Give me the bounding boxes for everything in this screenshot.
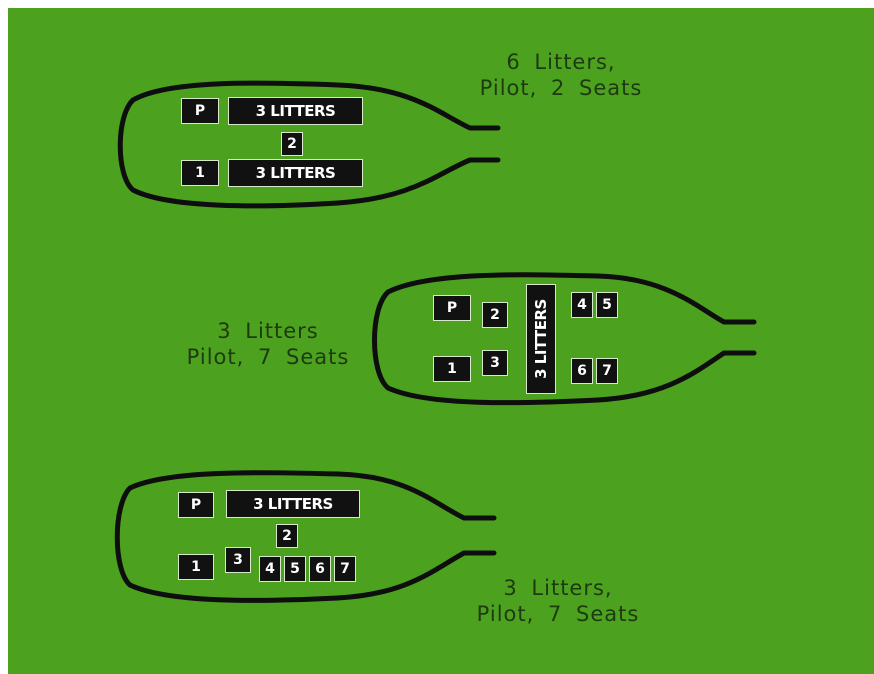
litter-label: 3 LITTERS <box>532 299 550 379</box>
litter-block: 3 LITTERS <box>226 490 360 518</box>
config-1-caption: 6 Litters, Pilot, 2 Seats <box>466 49 656 101</box>
diagram-canvas: 6 Litters, Pilot, 2 Seats P 3 LITTERS 2 … <box>8 8 874 674</box>
seat-2: 2 <box>281 132 303 156</box>
config-2-caption-line1: 3 Litters <box>217 319 319 343</box>
seat-1: 1 <box>433 356 471 382</box>
hull-outline-3 <box>114 470 497 603</box>
config-2-caption: 3 Litters Pilot, 7 Seats <box>173 318 363 370</box>
seat-3: 3 <box>225 547 251 573</box>
config-2-caption-line2: Pilot, 7 Seats <box>186 345 350 369</box>
seat-3: 3 <box>482 350 508 376</box>
seat-5: 5 <box>284 556 306 582</box>
pilot-seat: P <box>433 295 471 321</box>
seat-4: 4 <box>571 292 593 318</box>
seat-7: 7 <box>334 556 356 582</box>
seat-6: 6 <box>309 556 331 582</box>
seat-1: 1 <box>181 160 219 186</box>
hull-outline-2 <box>372 272 757 406</box>
pilot-seat: P <box>178 492 214 518</box>
config-1-caption-line1: 6 Litters, <box>506 50 616 74</box>
seat-5: 5 <box>596 292 618 318</box>
config-1-caption-line2: Pilot, 2 Seats <box>479 76 643 100</box>
config-3-caption-line1: 3 Litters, <box>503 576 613 600</box>
pilot-seat: P <box>181 98 219 124</box>
litter-block-vertical: 3 LITTERS <box>526 284 556 394</box>
hull-outlines <box>114 80 757 603</box>
seat-7: 7 <box>596 358 618 384</box>
seat-2: 2 <box>482 302 508 328</box>
seat-4: 4 <box>259 556 281 582</box>
hull-outline-1 <box>117 80 501 209</box>
config-3-caption: 3 Litters, Pilot, 7 Seats <box>463 575 653 627</box>
seat-1: 1 <box>178 554 214 580</box>
config-3-caption-line2: Pilot, 7 Seats <box>476 602 640 626</box>
seat-6: 6 <box>571 358 593 384</box>
litter-block-bottom: 3 LITTERS <box>228 159 363 187</box>
seat-2: 2 <box>276 524 298 548</box>
litter-block-top: 3 LITTERS <box>228 97 363 125</box>
